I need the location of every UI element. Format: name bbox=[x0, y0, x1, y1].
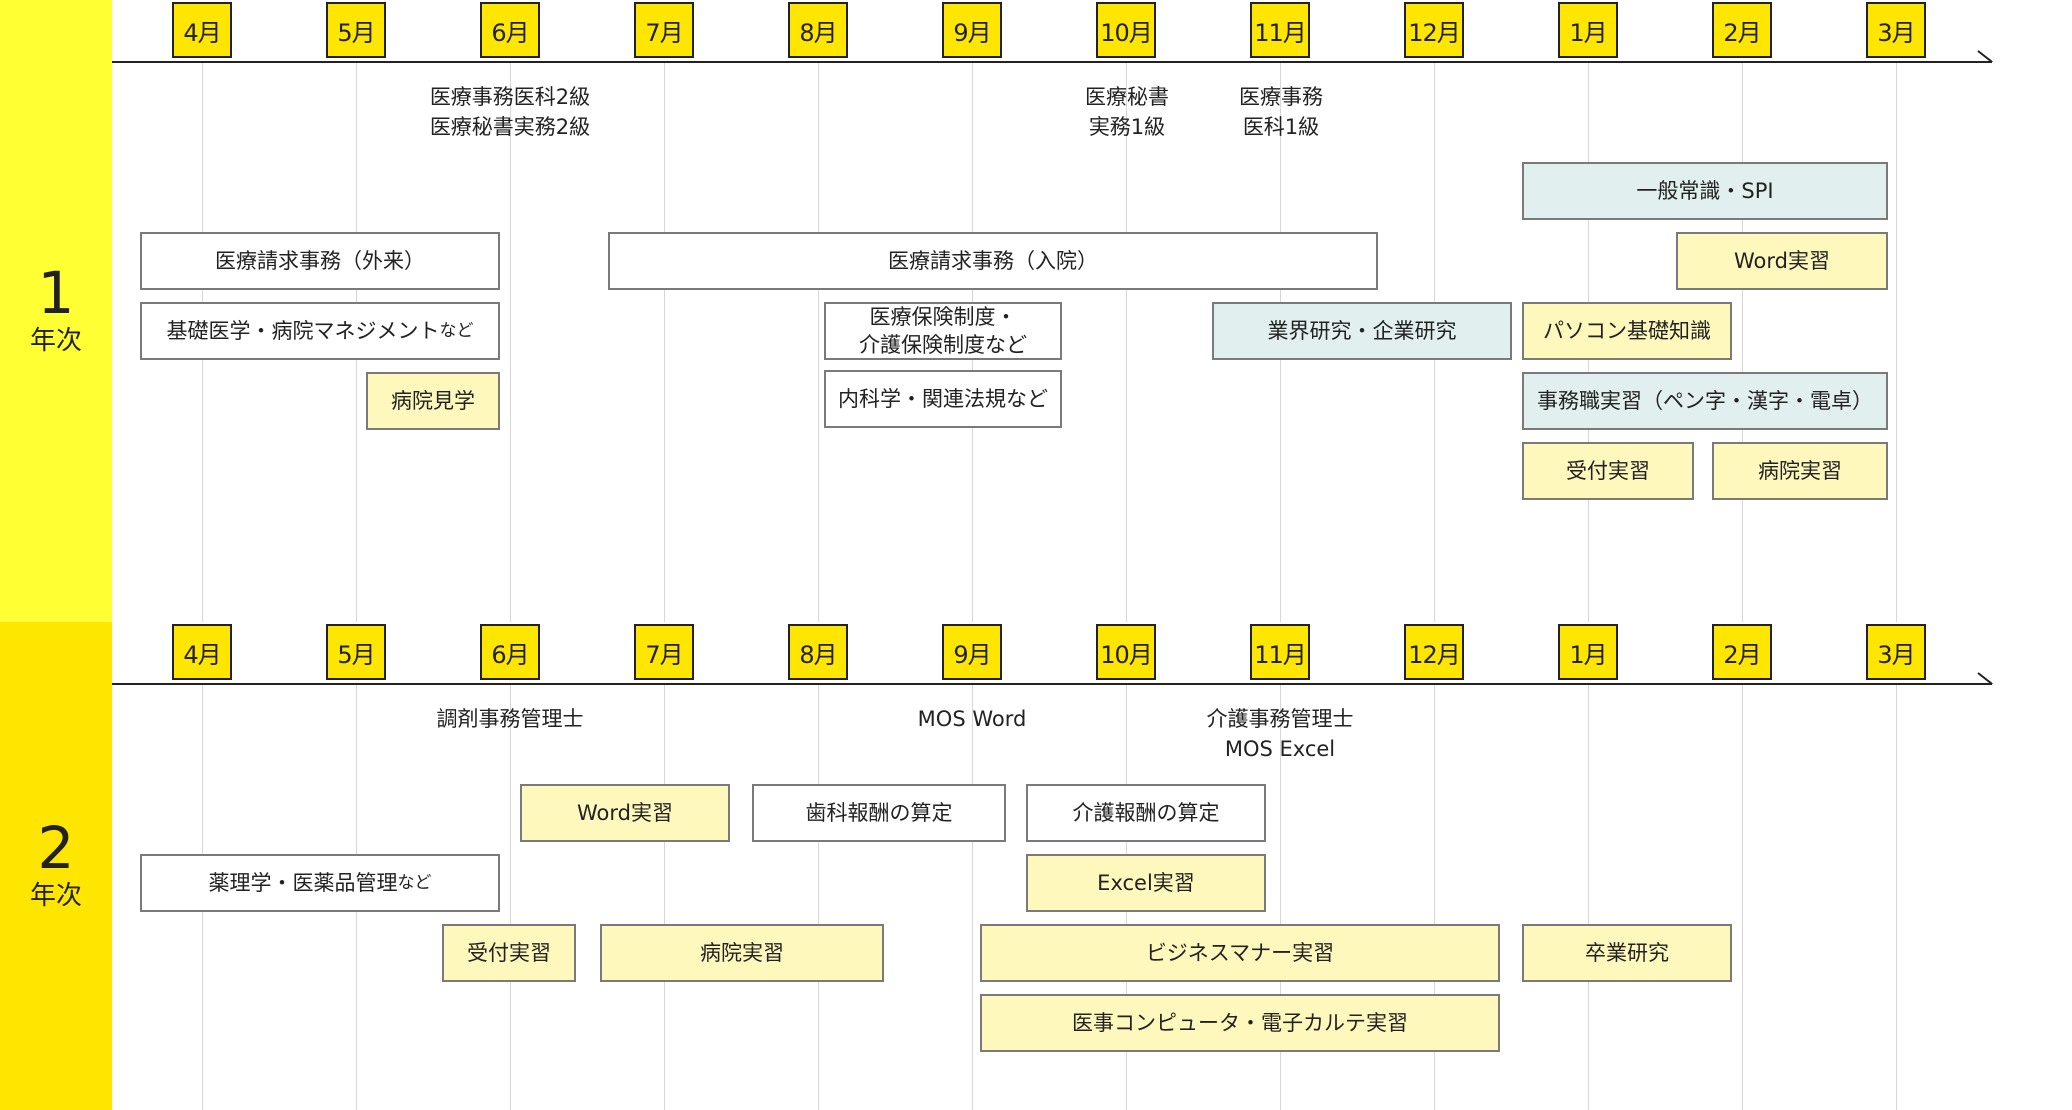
course-box: 薬理学・医薬品管理など bbox=[140, 854, 500, 912]
course-box: 病院見学 bbox=[366, 372, 500, 430]
month-label: 10月 bbox=[1096, 2, 1156, 58]
course-box: 業界研究・企業研究 bbox=[1212, 302, 1512, 360]
course-box: 病院実習 bbox=[1712, 442, 1888, 500]
month-label: 1月 bbox=[1558, 624, 1618, 680]
course-box: Excel実習 bbox=[1026, 854, 1266, 912]
month-gridline bbox=[664, 684, 665, 1110]
month-label: 2月 bbox=[1712, 2, 1772, 58]
month-label: 10月 bbox=[1096, 624, 1156, 680]
year-1-band: 1 年次 bbox=[0, 0, 112, 622]
month-label: 6月 bbox=[480, 2, 540, 58]
course-box: パソコン基礎知識 bbox=[1522, 302, 1732, 360]
month-label: 1月 bbox=[1558, 2, 1618, 58]
year-2-number: 2 bbox=[37, 814, 75, 882]
course-suffix: など bbox=[439, 321, 474, 341]
month-label: 2月 bbox=[1712, 624, 1772, 680]
year-2-band: 2 年次 bbox=[0, 622, 112, 1110]
month-label: 11月 bbox=[1250, 2, 1310, 58]
course-box: Word実習 bbox=[520, 784, 730, 842]
month-label: 9月 bbox=[942, 624, 1002, 680]
timeline-axis bbox=[112, 683, 1992, 685]
month-label: 8月 bbox=[788, 2, 848, 58]
month-gridline bbox=[818, 684, 819, 1110]
certification-label: 介護事務管理士 MOS Excel bbox=[1206, 707, 1354, 761]
month-label: 3月 bbox=[1866, 624, 1926, 680]
month-gridline bbox=[1896, 684, 1897, 1110]
month-gridline bbox=[1126, 62, 1127, 622]
course-box: 受付実習 bbox=[1522, 442, 1694, 500]
course-box: 介護報酬の算定 bbox=[1026, 784, 1266, 842]
course-box: 病院実習 bbox=[600, 924, 884, 982]
year-2-timeline: 4月 5月 6月 7月 8月 9月 10月 11月 12月 1月 2月 3月 調… bbox=[112, 622, 2072, 1110]
course-box: 医療保険制度・ 介護保険制度など bbox=[824, 302, 1062, 360]
month-label: 4月 bbox=[172, 2, 232, 58]
month-label: 3月 bbox=[1866, 2, 1926, 58]
month-gridline bbox=[1588, 684, 1589, 1110]
year-1-timeline: 4月 5月 6月 7月 8月 9月 10月 11月 12月 1月 2月 3月 医… bbox=[112, 0, 2072, 622]
month-gridline bbox=[1742, 62, 1743, 622]
course-box: ビジネスマナー実習 bbox=[980, 924, 1500, 982]
course-box: 内科学・関連法規など bbox=[824, 370, 1062, 428]
month-label: 6月 bbox=[480, 624, 540, 680]
timeline-axis bbox=[112, 61, 1992, 63]
month-gridline bbox=[1434, 684, 1435, 1110]
year-2-text: 年次 bbox=[29, 881, 82, 911]
year-1-label: 1 年次 bbox=[0, 262, 112, 356]
month-label: 5月 bbox=[326, 624, 386, 680]
month-label: 9月 bbox=[942, 2, 1002, 58]
course-box: 卒業研究 bbox=[1522, 924, 1732, 982]
course-suffix: など bbox=[397, 873, 432, 893]
month-label: 12月 bbox=[1404, 2, 1464, 58]
month-label: 8月 bbox=[788, 624, 848, 680]
course-box: 基礎医学・病院マネジメントなど bbox=[140, 302, 500, 360]
certification-label: 医療事務 医科1級 bbox=[1239, 85, 1323, 139]
certification-label: 医療秘書 実務1級 bbox=[1085, 85, 1169, 139]
course-box: 事務職実習（ペン字・漢字・電卓） bbox=[1522, 372, 1888, 430]
month-gridline bbox=[510, 684, 511, 1110]
certification-label: 医療事務医科2級 医療秘書実務2級 bbox=[429, 85, 591, 139]
month-gridline bbox=[1742, 684, 1743, 1110]
course-text: 薬理学・医薬品管理 bbox=[208, 871, 398, 895]
certification-label: MOS Word bbox=[917, 707, 1027, 731]
month-gridline bbox=[1896, 62, 1897, 622]
month-label: 4月 bbox=[172, 624, 232, 680]
course-box: 歯科報酬の算定 bbox=[752, 784, 1006, 842]
month-gridline bbox=[1280, 684, 1281, 1110]
course-box: 医事コンピュータ・電子カルテ実習 bbox=[980, 994, 1500, 1052]
year-1-text: 年次 bbox=[29, 326, 82, 356]
course-text: 基礎医学・病院マネジメント bbox=[166, 319, 440, 343]
course-box: 一般常識・SPI bbox=[1522, 162, 1888, 220]
month-gridline bbox=[972, 684, 973, 1110]
month-label: 12月 bbox=[1404, 624, 1464, 680]
year-2-label: 2 年次 bbox=[0, 817, 112, 911]
month-label: 7月 bbox=[634, 624, 694, 680]
course-box: Word実習 bbox=[1676, 232, 1888, 290]
course-box: 医療請求事務（外来） bbox=[140, 232, 500, 290]
month-label: 5月 bbox=[326, 2, 386, 58]
year-1-number: 1 bbox=[37, 259, 75, 327]
month-label: 7月 bbox=[634, 2, 694, 58]
month-gridline bbox=[510, 62, 511, 622]
course-box: 受付実習 bbox=[442, 924, 576, 982]
month-gridline bbox=[818, 62, 819, 622]
month-label: 11月 bbox=[1250, 624, 1310, 680]
certification-label: 調剤事務管理士 bbox=[436, 707, 584, 731]
month-gridline bbox=[664, 62, 665, 622]
course-box: 医療請求事務（入院） bbox=[608, 232, 1378, 290]
